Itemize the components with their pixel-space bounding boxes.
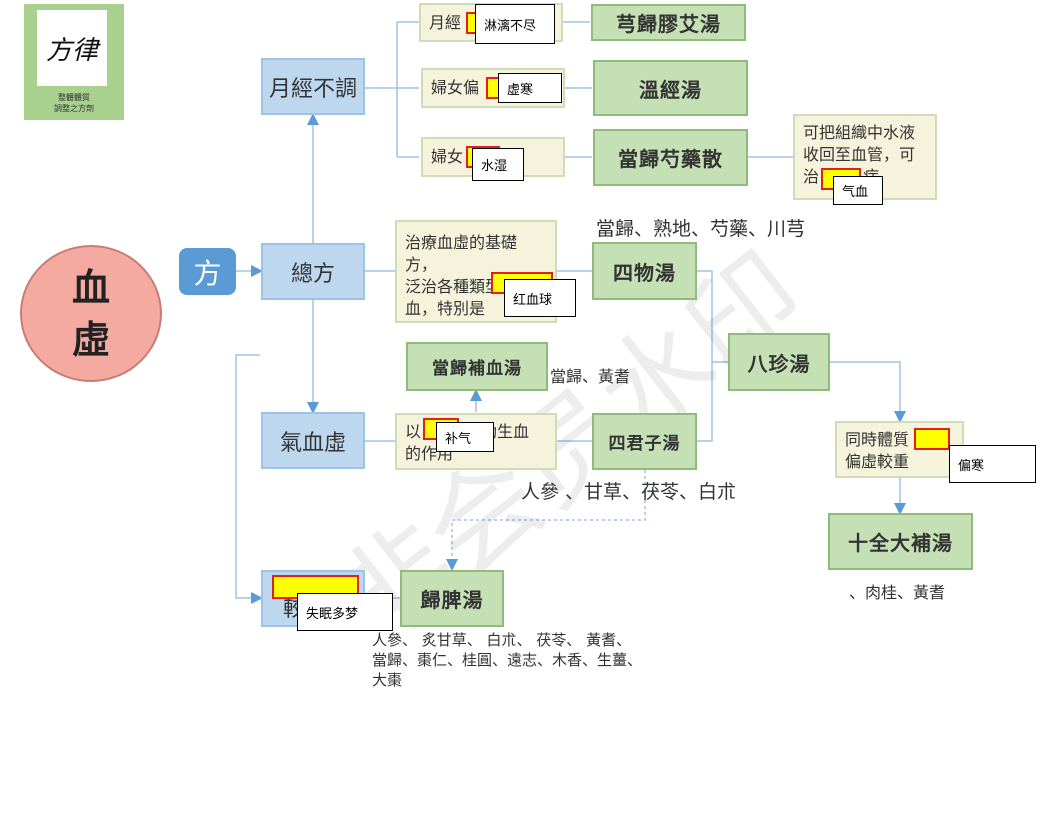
answer-label-2: 虚寒 [498, 73, 562, 103]
formula-wenjing: 溫經湯 [593, 60, 748, 116]
note-shuiye-line1: 可把組織中水液 [803, 123, 916, 142]
note-base-line4: 不足 [405, 320, 547, 321]
condition-2-text: 婦女偏 [431, 78, 480, 97]
herbs-shiquan: 、肉桂、黃耆 [849, 583, 946, 602]
answer-label-7: 偏寒 [949, 445, 1036, 483]
formula-dangguishaoyao: 當歸芍藥散 [593, 129, 748, 186]
herbs-siwu: 當歸、熟地、芍藥、川芎 [596, 218, 806, 240]
note-shuiye-line2: 收回至血管，可 [803, 145, 916, 164]
xuexu-circle: 血 虛 [20, 245, 162, 382]
logo-caption-line2: 調整之方劑 [54, 104, 94, 113]
logo-caption: 整體體質 調整之方劑 [24, 92, 124, 114]
logo: 方律 整體體質 調整之方劑 [24, 4, 124, 120]
note-base-line3: 血，特別是 [405, 299, 486, 318]
note-tongshi-line2: 偏虛較重 [845, 452, 910, 471]
answer-label-3: 水湿 [472, 148, 524, 181]
center-char-2: 虛 [71, 317, 110, 362]
formula-sijunzi: 四君子湯 [592, 413, 697, 470]
fang-label: 方 [179, 248, 236, 295]
note-yi-text-a: 以 [405, 422, 422, 441]
formula-bazhen: 八珍湯 [728, 333, 830, 391]
formula-danggui-buxue: 當歸補血湯 [406, 342, 548, 391]
answer-label-8: 失眠多梦 [297, 593, 393, 631]
condition-3-text-a: 婦女 [431, 147, 464, 166]
answer-label-4: 气血 [833, 176, 883, 205]
category-qixue: 氣血虛 [261, 412, 365, 469]
herbs-guipi-line1: 人參、 炙甘草、 白朮、 茯苓、 黃耆、 [372, 631, 632, 649]
herbs-guipi: 人參、 炙甘草、 白朮、 茯苓、 黃耆、 當歸、棗仁、桂圓、遠志、木香、生薑、 … [372, 630, 672, 690]
arrow-loop-jiao [235, 354, 263, 604]
logo-caption-line1: 整體體質 [58, 93, 90, 102]
herbs-sijunzi: 人參 、甘草、茯苓、白朮 [521, 481, 737, 503]
answer-label-5: 红血球 [504, 279, 576, 317]
center-char-1: 血 [71, 265, 110, 310]
answer-label-6: 补气 [436, 422, 494, 452]
note-tongshi-line1: 同時體質 [845, 430, 910, 449]
formula-shiquan: 十全大補湯 [828, 513, 973, 570]
herbs-danggui-buxue: 當歸、黃耆 [550, 367, 631, 386]
formula-siwu: 四物湯 [592, 242, 697, 300]
category-zongfang: 總方 [261, 243, 365, 300]
condition-1-text: 月經 [429, 12, 462, 32]
note-tongshi: 同時體質 偏虛較重 [835, 421, 964, 478]
herbs-guipi-line2: 當歸、棗仁、桂圓、遠志、木香、生薑、 [372, 651, 643, 669]
arrow-bazhen-tongshi [830, 361, 906, 423]
blank-tongshi [914, 428, 950, 450]
herbs-guipi-line3: 大棗 [372, 671, 403, 689]
note-shuiye-line3a: 治 [803, 167, 820, 186]
formula-xiongguijiaoai: 芎歸膠艾湯 [591, 4, 746, 41]
formula-guipi: 歸脾湯 [400, 570, 504, 627]
note-base-line1: 治療血虛的基礎方， [405, 233, 518, 274]
logo-stamp: 方律 [37, 10, 107, 86]
answer-label-1: 淋漓不尽 [475, 4, 555, 44]
arrow-sijunzi-guipi [446, 470, 646, 571]
category-yuejing: 月經不調 [261, 58, 365, 115]
